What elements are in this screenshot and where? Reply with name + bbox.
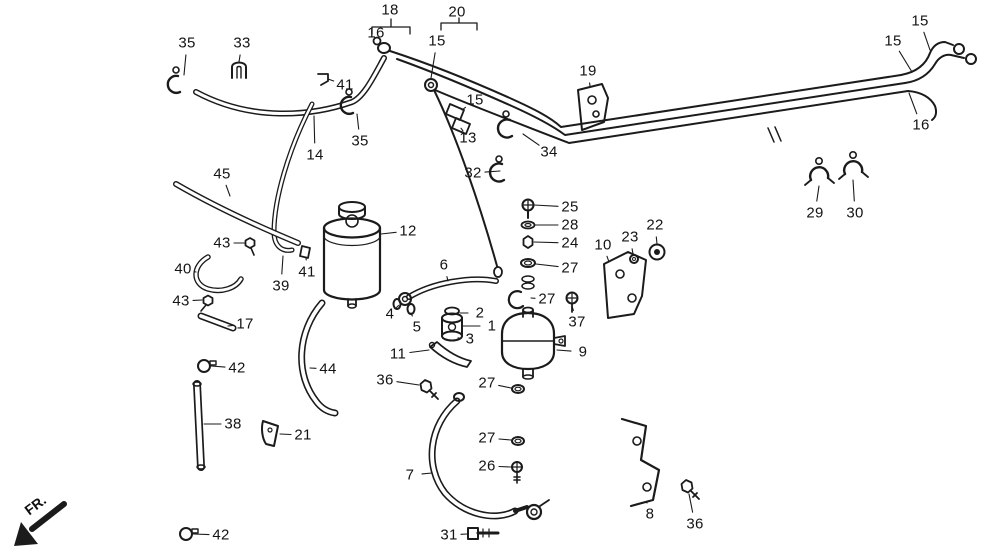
fuel-hose-6 bbox=[398, 266, 503, 306]
clamp-27 bbox=[507, 290, 525, 310]
group-bracket-18 bbox=[371, 18, 411, 35]
leader-line-21 bbox=[279, 433, 292, 436]
leader-line-32 bbox=[484, 170, 501, 173]
fuel-hose-40 bbox=[193, 254, 244, 294]
leader-line-25 bbox=[533, 204, 559, 207]
leader-line-22 bbox=[655, 236, 658, 245]
pipe-end-connector bbox=[953, 43, 965, 55]
pipe-bracket-19 bbox=[577, 83, 609, 131]
leader-line-36 bbox=[688, 493, 694, 513]
leader-line-27 bbox=[498, 384, 512, 389]
front-direction-arrow bbox=[14, 501, 67, 546]
leader-line-15 bbox=[923, 31, 931, 51]
clip-41-mid bbox=[299, 245, 311, 259]
leader-line-36 bbox=[396, 381, 420, 386]
leader-line-35 bbox=[356, 113, 360, 130]
clamp-42-lower bbox=[179, 527, 199, 541]
leader-line-45 bbox=[225, 184, 231, 197]
pipe-clamp-32 bbox=[488, 155, 506, 183]
leader-line-17 bbox=[227, 324, 234, 327]
fuel-hose-14 bbox=[193, 55, 387, 117]
leader-line-14 bbox=[313, 115, 316, 144]
pipe-end-fitting-16 bbox=[372, 36, 391, 54]
bracket-10 bbox=[603, 251, 647, 319]
leader-lines bbox=[183, 31, 931, 536]
pipe-clamp-30 bbox=[838, 151, 869, 180]
leader-line-6 bbox=[446, 276, 449, 282]
clamp-42-upper bbox=[197, 359, 217, 373]
ring-27-hose bbox=[511, 384, 525, 394]
bolt-36-right bbox=[680, 479, 700, 500]
banjo-fitting-15 bbox=[424, 78, 438, 92]
leader-line-42 bbox=[192, 533, 210, 536]
pipe-clamp-29 bbox=[804, 157, 835, 186]
bracket-21 bbox=[261, 420, 279, 447]
joint-fitting-1-2-3 bbox=[441, 306, 463, 342]
ring-27-lower bbox=[511, 436, 525, 446]
leader-line-27 bbox=[498, 438, 512, 441]
fuel-hose-44 bbox=[298, 299, 339, 417]
grommet-22 bbox=[648, 243, 666, 261]
clamp-35-left bbox=[166, 66, 182, 94]
pipe-clamp-13 bbox=[451, 117, 471, 135]
pipe-end-connector bbox=[965, 53, 977, 65]
bolt-26 bbox=[511, 461, 523, 484]
leader-line-34 bbox=[522, 133, 540, 146]
leader-line-26 bbox=[498, 465, 512, 468]
fuel-tube-38 bbox=[192, 380, 206, 471]
hardware-stack bbox=[507, 198, 536, 310]
leader-line-16 bbox=[908, 92, 918, 115]
leader-line-13 bbox=[460, 127, 464, 132]
bracket-8 bbox=[620, 417, 661, 508]
leader-line-35 bbox=[183, 54, 187, 76]
bolt-37 bbox=[565, 291, 579, 313]
leader-line-9 bbox=[556, 349, 572, 352]
leader-line-15 bbox=[898, 50, 913, 73]
clamp-35-right bbox=[339, 88, 355, 115]
branch-pipe bbox=[433, 89, 498, 267]
pipe-clamp-15 bbox=[445, 103, 465, 121]
leader-line-15 bbox=[430, 52, 436, 79]
leader-line-7 bbox=[421, 472, 433, 475]
leader-line-39 bbox=[281, 255, 284, 275]
group-bracket-20 bbox=[440, 17, 478, 31]
leader-line-12 bbox=[380, 231, 397, 235]
fuel-pipe-assembly bbox=[372, 36, 977, 144]
fuel-filter-9 bbox=[500, 306, 566, 380]
leader-line-24 bbox=[533, 241, 559, 244]
leader-line-30 bbox=[852, 179, 855, 202]
clip-33 bbox=[231, 61, 247, 79]
fuel-pipe-39 bbox=[271, 101, 315, 253]
leader-line-4 bbox=[395, 304, 400, 309]
fuel-hose-7 bbox=[428, 392, 519, 520]
leader-line-37 bbox=[571, 305, 574, 312]
leader-line-33 bbox=[238, 54, 241, 63]
leader-line-15 bbox=[461, 106, 467, 111]
banjo-bolt-31 bbox=[467, 527, 500, 540]
fuel-hose-45 bbox=[173, 181, 301, 246]
bolt-36-left bbox=[419, 379, 439, 400]
banjo-fitting-hose-7 bbox=[513, 499, 550, 521]
clip-41-top bbox=[317, 73, 329, 86]
pipe-clamp-34 bbox=[496, 110, 514, 139]
strap-11 bbox=[428, 341, 472, 368]
leader-line-29 bbox=[816, 185, 820, 202]
leader-line-27 bbox=[535, 263, 559, 268]
bolt-43-upper bbox=[244, 237, 256, 256]
leader-line-23 bbox=[631, 248, 634, 255]
leader-line-5 bbox=[410, 312, 413, 317]
bolt-43-lower bbox=[200, 294, 214, 312]
leader-line-10 bbox=[606, 255, 610, 263]
leader-line-42 bbox=[210, 365, 226, 368]
leader-line-41 bbox=[327, 78, 335, 82]
leader-line-11 bbox=[409, 349, 430, 354]
reservoir-tank-12 bbox=[322, 201, 382, 309]
